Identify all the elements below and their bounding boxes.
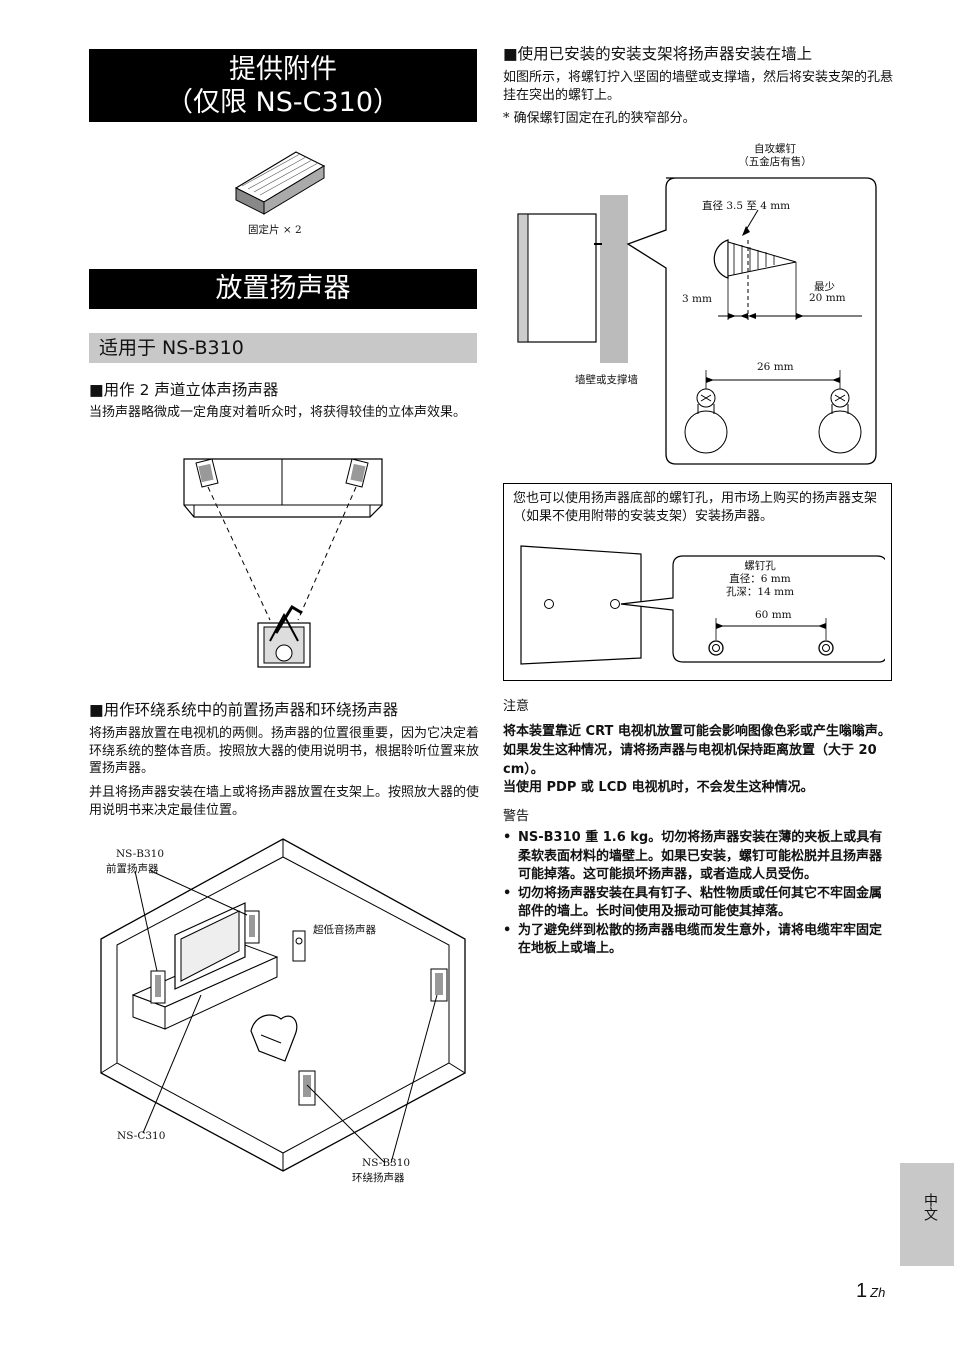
surround-body2: 并且将扬声器安装在墙上或将扬声器放置在支架上。按照放大器的使用说明书来决定最佳位… <box>89 785 480 818</box>
warning-item: 切勿将扬声器安装在具有钉子、粘性物质或任何其它不牢固金属部件的墙上。长时间使用及… <box>503 885 893 922</box>
speaker-bottom-diagram <box>520 545 885 665</box>
warning-list: NS-B310 重 1.6 kg。切勿将扬声器安装在薄的夹板上或具有柔软表面材料… <box>503 829 893 959</box>
keyhole-spacing: 26 mm <box>757 361 794 373</box>
left-speaker-icon <box>195 458 219 488</box>
room-front-model: NS-B310 <box>115 848 165 860</box>
wall-speaker-icon <box>517 213 602 343</box>
stereo-heading: ■用作 2 声道立体声扬声器 <box>89 381 279 399</box>
caution-heading: 注意 <box>503 699 530 714</box>
wall-label: 墙壁或支撑墙 <box>575 374 638 386</box>
armchair-icon <box>250 1014 298 1062</box>
fixing-pad-label: 固定片 × 2 <box>248 224 302 236</box>
fixing-pad-illustration <box>234 151 326 215</box>
caution-text: 将本装置靠近 CRT 电视机放置可能会影响图像色彩或产生嗡嗡声。如果发生这种情况… <box>503 724 891 777</box>
room-front-label: 前置扬声器 <box>106 863 159 875</box>
right-speaker-icon <box>345 458 369 488</box>
stereo-illustration <box>183 458 383 668</box>
listener-icon <box>257 604 311 668</box>
surround-heading: ■用作环绕系统中的前置扬声器和环绕扬声器 <box>89 701 399 719</box>
screw-diameter: 直径 3.5 至 4 mm <box>702 200 791 212</box>
room-surround-label: 环绕扬声器 <box>352 1172 405 1184</box>
front-speaker-right-icon <box>244 910 260 944</box>
screw-label: 自攻螺钉 （五金店有售） <box>700 143 850 169</box>
surround-speaker-right-icon <box>430 968 448 1002</box>
language-tab: 中文 <box>900 1163 954 1266</box>
surround-body1: 将扬声器放置在电视机的两侧。扬声器的位置很重要，因为它决定着环绕系统的整体音质。… <box>89 726 480 776</box>
room-sub-label: 超低音扬声器 <box>313 924 376 936</box>
caution-text2: 当使用 PDP 或 LCD 电视机时，不会发生这种情况。 <box>503 780 814 795</box>
hole-diameter: 直径：6 mm <box>729 573 791 585</box>
tv-icon <box>174 902 246 990</box>
warning-heading: 警告 <box>503 809 530 824</box>
page-number-suffix: Zh <box>870 1285 886 1300</box>
screw-min-label: 最少 <box>814 281 835 293</box>
wall-mount-diagram <box>517 177 877 465</box>
stand-box <box>503 483 892 681</box>
wall-mount-body: 如图所示，将螺钉拧入坚固的墙壁或支撑墙，然后将安装支架的孔悬挂在突出的螺钉上。 <box>503 70 894 103</box>
screw-min-value: 20 mm <box>809 292 846 304</box>
stand-box-text: 您也可以使用扬声器底部的螺钉孔，用市场上购买的扬声器支架（如果不使用附带的安装支… <box>513 491 878 524</box>
tv-rack-icon <box>131 944 279 1030</box>
wall-mount-note: * 确保螺钉固定在孔的狭窄部分。 <box>503 111 696 126</box>
screw-hole-right-icon <box>818 640 834 656</box>
screw-label-line1: 自攻螺钉 <box>754 143 796 155</box>
accessories-title-line2: （仅限 NS-C310） <box>165 87 401 118</box>
language-tab-label: 中文 <box>922 1193 938 1221</box>
subwoofer-icon <box>292 930 306 962</box>
hole-spacing: 60 mm <box>755 609 792 621</box>
page-number-value: 1 <box>856 1280 868 1302</box>
placement-title: 放置扬声器 <box>89 269 477 309</box>
hole-title: 螺钉孔 <box>744 560 776 572</box>
warning-item: NS-B310 重 1.6 kg。切勿将扬声器安装在薄的夹板上或具有柔软表面材料… <box>503 829 893 885</box>
stereo-body: 当扬声器略微成一定角度对着听众时，将获得较佳的立体声效果。 <box>89 405 467 420</box>
accessories-title: 提供附件 （仅限 NS-C310） <box>89 49 477 122</box>
screw-head-value: 3 mm <box>682 293 712 305</box>
room-illustration <box>100 838 466 1172</box>
surround-speaker-rear-icon <box>298 1070 316 1106</box>
room-surround-model: NS-B310 <box>362 1157 411 1169</box>
front-speaker-left-icon <box>150 970 166 1004</box>
room-center-label: NS-C310 <box>117 1130 166 1142</box>
accessories-title-line1: 提供附件 <box>229 54 337 85</box>
wall-mount-heading: ■使用已安装的安装支架将扬声器安装在墙上 <box>503 45 813 63</box>
model-subtitle: 适用于 NS-B310 <box>89 333 477 363</box>
screw-icon <box>713 209 797 279</box>
warning-item: 为了避免绊到松散的扬声器电缆而发生意外，请将电缆牢牢固定在地板上或墙上。 <box>503 922 893 959</box>
keyhole-right-icon <box>818 388 862 454</box>
keyhole-left-icon <box>684 388 728 454</box>
screw-label-line2: （五金店有售） <box>738 156 812 168</box>
hole-depth: 孔深：14 mm <box>725 586 795 598</box>
screw-hole-left-icon <box>708 640 724 656</box>
hole-info: 螺钉孔 直径：6 mm 孔深：14 mm <box>700 560 820 599</box>
